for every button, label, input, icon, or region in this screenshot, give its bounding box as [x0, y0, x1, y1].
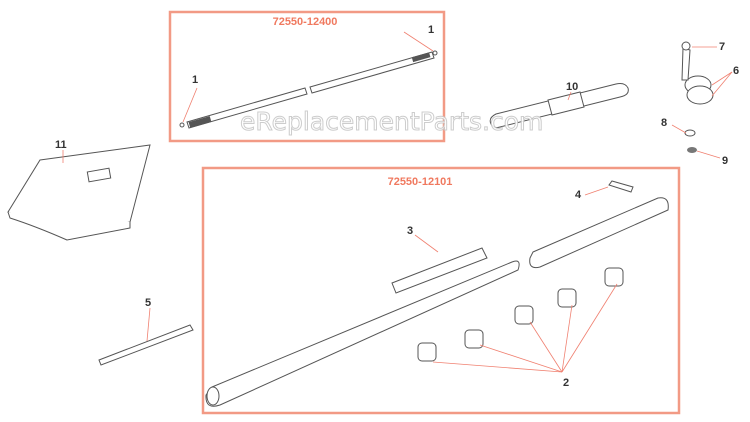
callout-4: 4 — [575, 189, 582, 201]
watermark: eReplacementParts.com — [240, 107, 543, 136]
main-tube-upper — [529, 197, 669, 269]
callout-2: 2 — [563, 377, 569, 389]
callout-10: 10 — [566, 81, 578, 93]
callout-5: 5 — [145, 297, 151, 309]
decal-3 — [391, 247, 488, 294]
kit-label-72550-12400: 72550-12400 — [273, 16, 338, 28]
callout-8: 8 — [661, 117, 667, 129]
bushings — [417, 267, 624, 362]
kit-box-72550-12400 — [168, 10, 446, 143]
callout-9: 9 — [722, 155, 728, 167]
decal-5 — [98, 324, 194, 366]
kit-label-72550-12101: 72550-12101 — [388, 176, 453, 188]
drive-shaft — [179, 50, 438, 129]
callout-1-right: 1 — [428, 24, 434, 36]
decal-4 — [608, 180, 634, 193]
shield-plate — [7, 144, 151, 241]
callout-6: 6 — [733, 65, 739, 77]
callout-1-left: 1 — [192, 74, 198, 86]
coupler-tube — [489, 83, 629, 129]
clamp-assembly — [681, 41, 714, 153]
callout-7: 7 — [719, 41, 725, 53]
kit-box-72550-12101 — [201, 166, 681, 415]
callout-3: 3 — [407, 225, 413, 237]
callout-11: 11 — [55, 139, 67, 151]
main-tube-lower — [205, 260, 520, 407]
